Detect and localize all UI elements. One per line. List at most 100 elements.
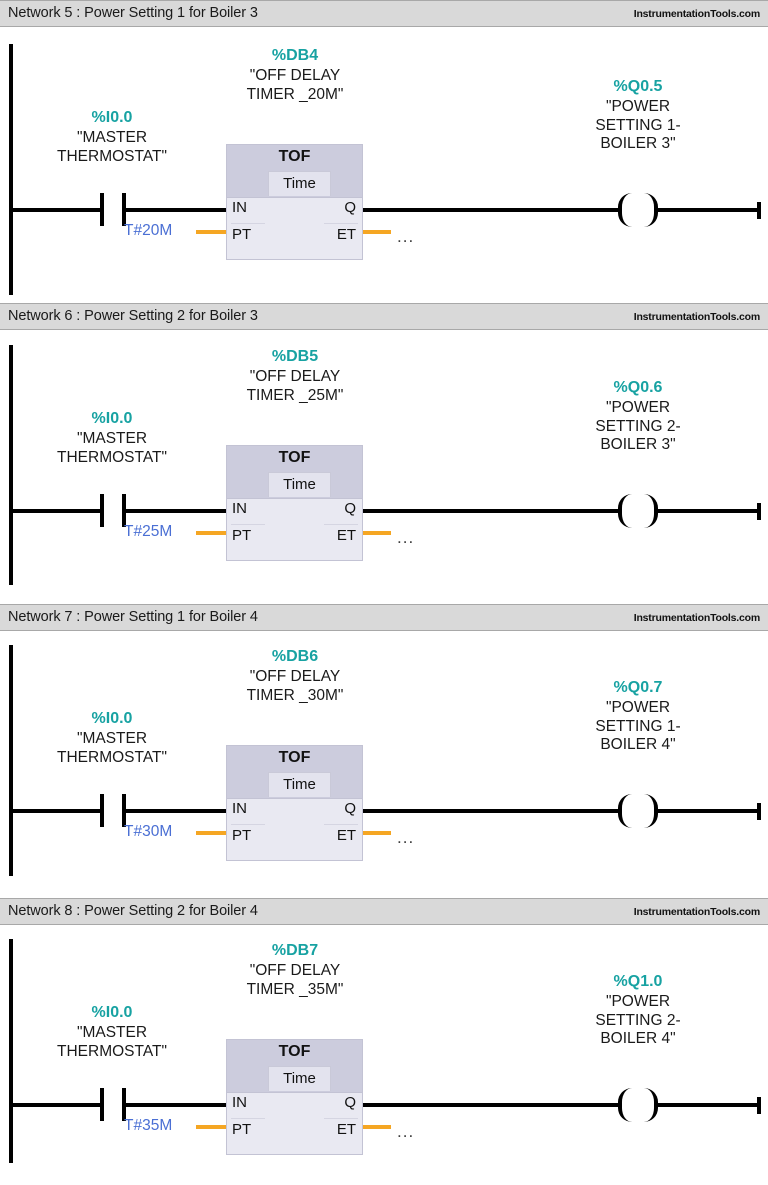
contact-bar-left bbox=[100, 193, 104, 226]
network-title: Network 5 : Power Setting 1 for Boiler 3 bbox=[8, 5, 258, 21]
wire-timer-q-to-coil bbox=[363, 1103, 618, 1107]
wire-coil-to-end bbox=[658, 509, 757, 513]
tof-block-body: IN PT Q ET bbox=[227, 198, 362, 260]
contact-symbol-line2: THERMOSTAT" bbox=[57, 748, 167, 766]
contact-address: %I0.0 bbox=[91, 710, 133, 727]
pin-separator-right bbox=[324, 223, 358, 224]
timer-db-address: %DB4 bbox=[271, 47, 319, 64]
tof-pin-q[interactable]: Q bbox=[344, 199, 356, 216]
wire-rail-to-contact bbox=[9, 208, 100, 212]
timer-preset-value[interactable]: T#25M bbox=[124, 523, 173, 540]
tof-pin-et[interactable]: ET bbox=[336, 527, 356, 544]
et-output-value[interactable]: ... bbox=[397, 828, 415, 847]
tof-pin-et[interactable]: ET bbox=[336, 827, 356, 844]
network-header-bar[interactable]: Network 5 : Power Setting 1 for Boiler 3… bbox=[0, 0, 768, 27]
tof-pin-pt[interactable]: PT bbox=[232, 827, 252, 844]
timer-symbol-line2: TIMER _20M" bbox=[246, 85, 344, 103]
output-coil[interactable] bbox=[618, 1088, 658, 1122]
tof-pin-pt[interactable]: PT bbox=[232, 1121, 252, 1138]
tof-timer-block[interactable]: TOF Time IN PT Q ET bbox=[226, 445, 363, 561]
wire-rail-to-contact bbox=[9, 1103, 100, 1107]
contact-bar-left bbox=[100, 1088, 104, 1121]
coil-symbol-line3: BOILER 3" bbox=[600, 436, 676, 454]
timer-symbol-line2: TIMER _25M" bbox=[246, 386, 344, 404]
output-coil[interactable] bbox=[618, 494, 658, 528]
pin-separator-left bbox=[231, 1118, 265, 1119]
et-output-value[interactable]: ... bbox=[397, 1122, 415, 1141]
coil-label: %Q0.6 "POWER SETTING 2- BOILER 3" bbox=[558, 378, 718, 455]
et-output-value[interactable]: ... bbox=[397, 528, 415, 547]
tof-pin-q[interactable]: Q bbox=[344, 500, 356, 517]
timer-symbol-line1: "OFF DELAY bbox=[249, 668, 341, 686]
coil-symbol-line3: BOILER 3" bbox=[600, 135, 676, 153]
tof-pin-in[interactable]: IN bbox=[232, 1094, 247, 1111]
network-header-bar[interactable]: Network 7 : Power Setting 1 for Boiler 4… bbox=[0, 604, 768, 631]
tof-pin-et[interactable]: ET bbox=[336, 226, 356, 243]
coil-symbol-line1: "POWER bbox=[605, 699, 671, 717]
tof-block-body: IN PT Q ET bbox=[227, 1093, 362, 1155]
coil-symbol-line1: "POWER bbox=[605, 993, 671, 1011]
tof-instruction-name: TOF bbox=[278, 749, 311, 766]
network-header-bar[interactable]: Network 8 : Power Setting 2 for Boiler 4… bbox=[0, 898, 768, 925]
pin-separator-left bbox=[231, 524, 265, 525]
tof-block-header: TOF Time bbox=[227, 746, 362, 799]
pt-input-stub bbox=[196, 831, 226, 835]
timer-preset-value[interactable]: T#35M bbox=[124, 1117, 173, 1134]
tof-datatype-field[interactable]: Time bbox=[268, 1066, 331, 1091]
coil-symbol-line3: BOILER 4" bbox=[600, 736, 676, 754]
coil-symbol-line2: SETTING 2- bbox=[595, 1011, 681, 1029]
contact-bar-left bbox=[100, 794, 104, 827]
et-output-value[interactable]: ... bbox=[397, 227, 415, 246]
rung-end-tick bbox=[757, 202, 761, 219]
contact-symbol-line2: THERMOSTAT" bbox=[57, 1042, 167, 1060]
tof-block-header: TOF Time bbox=[227, 145, 362, 198]
tof-timer-block[interactable]: TOF Time IN PT Q ET bbox=[226, 144, 363, 260]
tof-instruction-name: TOF bbox=[278, 449, 311, 466]
contact-address: %I0.0 bbox=[91, 109, 133, 126]
tof-pin-q[interactable]: Q bbox=[344, 1094, 356, 1111]
contact-symbol-line2: THERMOSTAT" bbox=[57, 147, 167, 165]
et-output-stub bbox=[363, 1125, 391, 1129]
contact-label: %I0.0 "MASTER THERMOSTAT" bbox=[28, 409, 196, 467]
network-title: Network 8 : Power Setting 2 for Boiler 4 bbox=[8, 903, 258, 919]
contact-label: %I0.0 "MASTER THERMOSTAT" bbox=[28, 709, 196, 767]
tof-timer-block[interactable]: TOF Time IN PT Q ET bbox=[226, 745, 363, 861]
tof-pin-in[interactable]: IN bbox=[232, 500, 247, 517]
coil-label: %Q1.0 "POWER SETTING 2- BOILER 4" bbox=[558, 972, 718, 1049]
timer-preset-value[interactable]: T#20M bbox=[124, 222, 173, 239]
tof-pin-in[interactable]: IN bbox=[232, 800, 247, 817]
wire-rail-to-contact bbox=[9, 509, 100, 513]
tof-pin-pt[interactable]: PT bbox=[232, 226, 252, 243]
coil-paren-open bbox=[618, 794, 632, 828]
tof-datatype-field[interactable]: Time bbox=[268, 171, 331, 196]
rung-end-tick bbox=[757, 503, 761, 520]
network-header-bar[interactable]: Network 6 : Power Setting 2 for Boiler 3… bbox=[0, 303, 768, 330]
timer-symbol-line2: TIMER _35M" bbox=[246, 980, 344, 998]
tof-pin-et[interactable]: ET bbox=[336, 1121, 356, 1138]
contact-symbol-line1: "MASTER bbox=[76, 129, 148, 147]
tof-block-body: IN PT Q ET bbox=[227, 799, 362, 861]
coil-paren-open bbox=[618, 193, 632, 227]
pin-separator-left bbox=[231, 223, 265, 224]
output-coil[interactable] bbox=[618, 193, 658, 227]
wire-coil-to-end bbox=[658, 208, 757, 212]
tof-datatype-field[interactable]: Time bbox=[268, 772, 331, 797]
timer-db-address: %DB7 bbox=[271, 942, 319, 959]
tof-pin-in[interactable]: IN bbox=[232, 199, 247, 216]
tof-timer-block[interactable]: TOF Time IN PT Q ET bbox=[226, 1039, 363, 1155]
tof-pin-q[interactable]: Q bbox=[344, 800, 356, 817]
coil-symbol-line2: SETTING 1- bbox=[595, 717, 681, 735]
tof-pin-pt[interactable]: PT bbox=[232, 527, 252, 544]
timer-symbol-line1: "OFF DELAY bbox=[249, 962, 341, 980]
watermark-brand: InstrumentationTools.com bbox=[633, 311, 760, 323]
tof-datatype-field[interactable]: Time bbox=[268, 472, 331, 497]
timer-label: %DB5 "OFF DELAY TIMER _25M" bbox=[213, 347, 377, 405]
network-block: Network 6 : Power Setting 2 for Boiler 3… bbox=[0, 303, 768, 604]
left-power-rail bbox=[9, 345, 13, 585]
coil-symbol-line1: "POWER bbox=[605, 98, 671, 116]
timer-preset-value[interactable]: T#30M bbox=[124, 823, 173, 840]
tof-instruction-name: TOF bbox=[278, 1043, 311, 1060]
watermark-brand: InstrumentationTools.com bbox=[633, 906, 760, 918]
output-coil[interactable] bbox=[618, 794, 658, 828]
tof-block-body: IN PT Q ET bbox=[227, 499, 362, 561]
